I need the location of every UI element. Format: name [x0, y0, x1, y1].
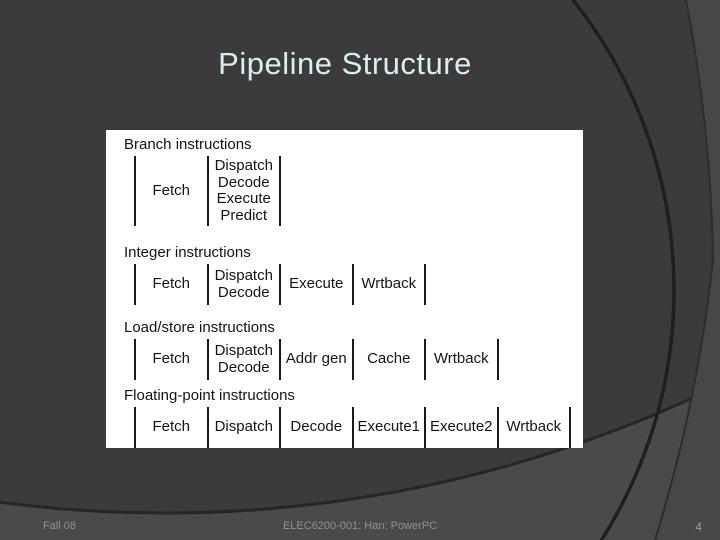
- pipeline-stage: Addr gen: [279, 339, 352, 380]
- pipeline-stage: Wrtback: [424, 339, 499, 380]
- background-circle-outline: [570, 0, 676, 540]
- stage-line: Decode: [217, 173, 270, 191]
- section-label: Branch instructions: [124, 136, 252, 153]
- background-right-band-edge: [654, 0, 715, 540]
- stage-line: Decode: [217, 283, 270, 301]
- stage-line: Execute: [216, 190, 271, 207]
- slide-title: Pipeline Structure: [218, 46, 472, 81]
- footer-date: Fall 08: [43, 520, 77, 532]
- pipeline-stage: Fetch: [134, 156, 207, 226]
- stage-line: Execute: [289, 275, 344, 293]
- stage-line: Predict: [220, 206, 268, 224]
- stage-line: Dispatch: [214, 418, 273, 436]
- pipeline-stage: Cache: [351, 339, 425, 380]
- background-right-band: [655, 0, 720, 540]
- stage-line: Wrtback: [361, 275, 417, 293]
- footer-page-number: 4: [695, 520, 702, 534]
- pipeline-stage: Wrtback: [496, 407, 571, 448]
- stage-line: Fetch: [152, 275, 190, 293]
- stage-line: Execute2: [429, 418, 493, 436]
- stage-line: Dispatch: [214, 342, 273, 359]
- stage-line: Fetch: [152, 181, 190, 199]
- stage-line: Decode: [217, 358, 270, 376]
- pipeline-stage: Fetch: [134, 407, 207, 448]
- pipeline-stage: Fetch: [134, 264, 207, 305]
- stage-line: Cache: [367, 350, 411, 368]
- stage-line: Wrtback: [433, 350, 489, 368]
- stage-line: Fetch: [152, 350, 190, 368]
- slide-footer: Fall 08 ELEC6200-001: Han: PowerPC 4: [0, 518, 720, 534]
- section-label: Floating-point instructions: [124, 387, 295, 404]
- pipeline-stage: Fetch: [134, 339, 207, 380]
- stage-line: Addr gen: [285, 350, 347, 368]
- pipeline-stage: Wrtback: [351, 264, 426, 305]
- section-label: Integer instructions: [124, 244, 251, 261]
- stage-line: Wrtback: [506, 418, 562, 436]
- pipeline-stage: Execute2: [424, 407, 497, 448]
- pipeline-stage: Execute1: [351, 407, 425, 448]
- pipeline-stage: Decode: [279, 407, 352, 448]
- pipeline-stage: Execute: [279, 264, 352, 305]
- pipeline-row: Fetch Dispatch Decode Execute1 Execute2 Wrtba…: [134, 407, 583, 448]
- stage-line: Decode: [290, 418, 343, 436]
- stage-line: Execute1: [357, 418, 421, 436]
- stage-line: Fetch: [152, 418, 190, 436]
- pipeline-stage: Dispatch: [206, 407, 280, 448]
- footer-course-label: ELEC6200-001: Han: PowerPC: [282, 520, 438, 532]
- stage-line: Dispatch: [214, 267, 273, 284]
- stage-line: Dispatch: [214, 157, 273, 174]
- section-label: Load/store instructions: [124, 319, 275, 336]
